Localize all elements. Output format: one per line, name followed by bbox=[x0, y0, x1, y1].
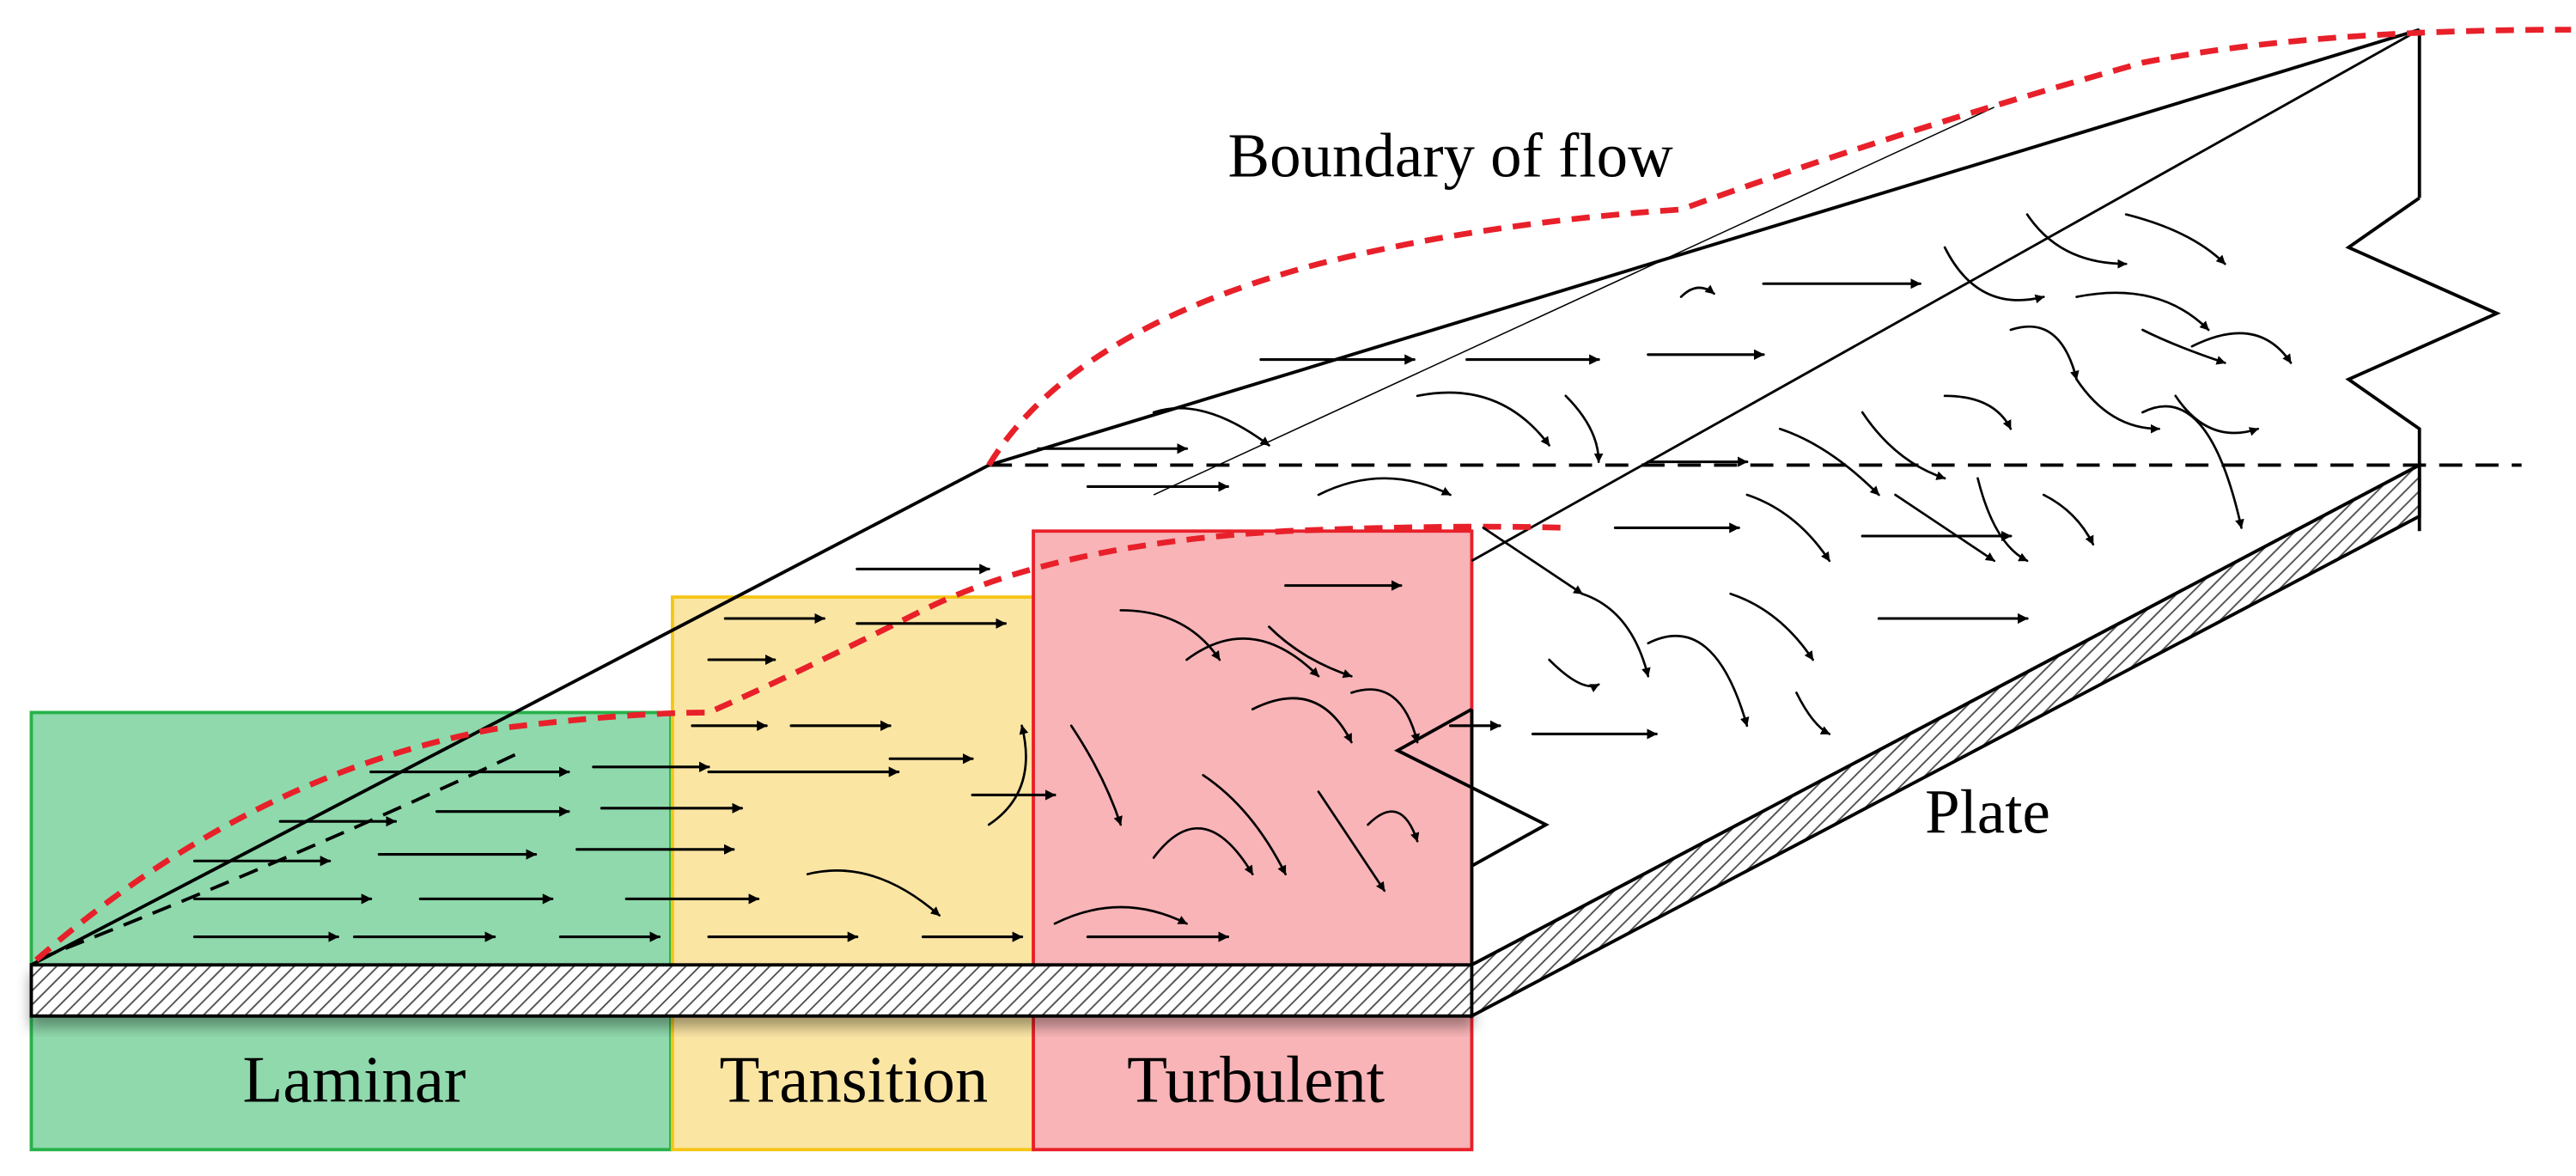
flow-arrow-icon bbox=[2009, 325, 2080, 381]
flow-arrow-icon bbox=[1580, 592, 1651, 678]
flow-arrow-icon bbox=[1679, 284, 1715, 298]
flow-arrow-icon bbox=[1367, 810, 1420, 843]
flow-arrow-icon bbox=[1795, 692, 1831, 735]
flow-arrow-icon bbox=[1778, 427, 1880, 497]
flow-arrow-icon bbox=[1152, 406, 1270, 447]
flow-arrow-icon bbox=[1647, 635, 1750, 728]
laminar-thickness-line bbox=[35, 748, 525, 962]
flow-arrow-icon bbox=[2174, 394, 2260, 436]
flow-arrow-icon bbox=[1119, 609, 1221, 661]
transition-label: Transition bbox=[720, 1044, 989, 1117]
flow-arrow-icon bbox=[1069, 724, 1123, 826]
boundary-curve-near bbox=[34, 523, 1566, 963]
flow-arrow-icon bbox=[1943, 246, 2045, 304]
flow-arrow-icon bbox=[2075, 378, 2160, 434]
flow-arrow-icon bbox=[1317, 477, 1452, 497]
flow-arrow-icon bbox=[1317, 790, 1386, 893]
flow-arrow-icon bbox=[987, 724, 1029, 826]
flow-arrow-icon bbox=[1416, 391, 1550, 447]
flow-arrow-icon bbox=[2075, 291, 2210, 332]
flow-arrow-icon bbox=[1894, 493, 1996, 563]
flow-arrow-icon bbox=[1943, 394, 2013, 430]
flow-arrow-icon bbox=[1053, 905, 1188, 925]
laminar-zone bbox=[29, 710, 673, 1152]
plate-side-face bbox=[1470, 462, 2421, 1019]
flow-arrow-icon bbox=[1564, 394, 1604, 463]
flow-arrow-icon bbox=[2141, 405, 2244, 529]
flow-arrow-icon bbox=[2190, 332, 2293, 364]
transition-zone bbox=[670, 595, 1035, 1152]
flow-arrow-icon bbox=[1548, 658, 1600, 692]
flow-arrow-icon bbox=[1185, 637, 1320, 678]
laminar-label: Laminar bbox=[243, 1044, 466, 1117]
plate-front-face bbox=[29, 963, 1474, 1018]
flow-arrow-icon bbox=[1350, 688, 1420, 744]
flow-arrow-icon bbox=[1202, 774, 1287, 875]
flow-arrow-icon bbox=[2141, 328, 2226, 365]
flow-arrow-icon bbox=[1251, 697, 1353, 744]
flow-arrow-icon bbox=[2042, 493, 2095, 545]
boundary-curve-far bbox=[986, 27, 2572, 467]
flow-arrow-icon bbox=[1482, 527, 1584, 595]
flow-arrow-icon bbox=[1976, 477, 2029, 563]
plate-label: Plate bbox=[1925, 777, 2050, 847]
flow-arrow-icon bbox=[1268, 625, 1353, 679]
flow-arrow-icon bbox=[2025, 213, 2128, 269]
flow-arrow-icon bbox=[1729, 592, 1814, 661]
flow-arrows bbox=[192, 213, 2293, 942]
flow-arrow-icon bbox=[1745, 493, 1831, 563]
flow-arrow-icon bbox=[806, 869, 941, 917]
flow-arrow-icon bbox=[2124, 213, 2226, 265]
boundary-of-flow-label: Boundary of flow bbox=[1227, 120, 1673, 190]
turbulent-label: Turbulent bbox=[1127, 1044, 1385, 1117]
flow-arrow-icon bbox=[1152, 826, 1254, 875]
flow-arrow-icon bbox=[1860, 411, 1946, 480]
